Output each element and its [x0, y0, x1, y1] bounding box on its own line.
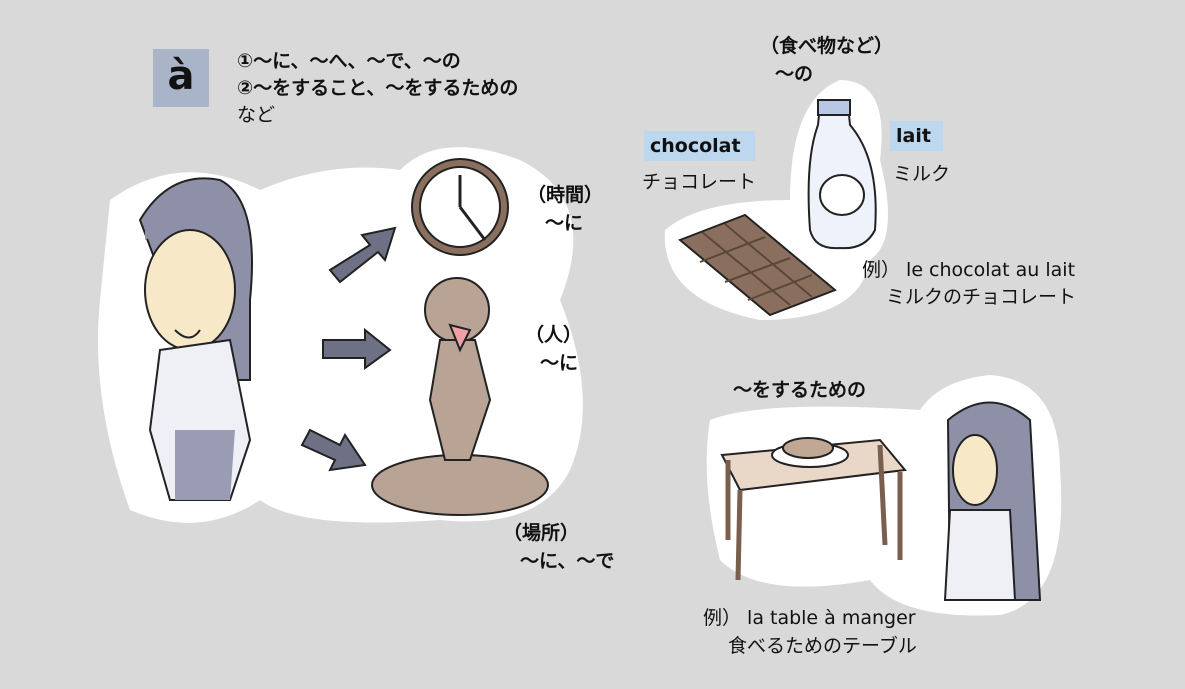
chocolate-bar-icon — [678, 213, 837, 317]
purpose-example-ja: 食べるためのテーブル — [728, 635, 917, 657]
letter-a-grave-box: à — [153, 49, 209, 107]
figure-on-ground-icon — [371, 277, 549, 516]
word-lait-text: lait — [890, 121, 943, 151]
food-example-ja: ミルクのチョコレート — [886, 286, 1077, 308]
time-meaning: 〜に — [545, 212, 584, 234]
word-chocolat-text: chocolat — [644, 131, 755, 161]
meaning-line-3: など — [237, 104, 276, 126]
purpose-label: 〜をするための — [733, 379, 867, 401]
person-label: （人） — [525, 324, 583, 346]
place-label: （場所） — [503, 522, 580, 544]
meaning-line-1: ①〜に、〜へ、〜で、〜の — [237, 50, 461, 72]
word-chocolat: chocolat — [644, 131, 755, 161]
arrow-icons — [300, 226, 397, 472]
girl-pointing-icon — [138, 177, 253, 501]
word-chocolat-ja: チョコレート — [642, 171, 757, 193]
purpose-example: 例） la table à manger — [703, 607, 916, 629]
milk-bottle-icon — [807, 99, 877, 250]
food-label: （食べ物など） — [760, 35, 894, 57]
word-lait-ja: ミルク — [893, 163, 951, 185]
girl-looking-icon — [943, 401, 1042, 601]
table-icon — [720, 437, 907, 581]
person-meaning: 〜に — [540, 352, 579, 374]
place-meaning: 〜に、〜で — [520, 550, 615, 572]
meaning-line-2: ②〜をすること、〜をするための — [237, 77, 519, 99]
food-meaning: 〜の — [775, 63, 814, 85]
food-example: 例） le chocolat au lait — [862, 259, 1076, 281]
word-lait: lait — [890, 121, 943, 151]
time-label: （時間） — [527, 184, 604, 206]
clock-icon — [411, 158, 509, 256]
